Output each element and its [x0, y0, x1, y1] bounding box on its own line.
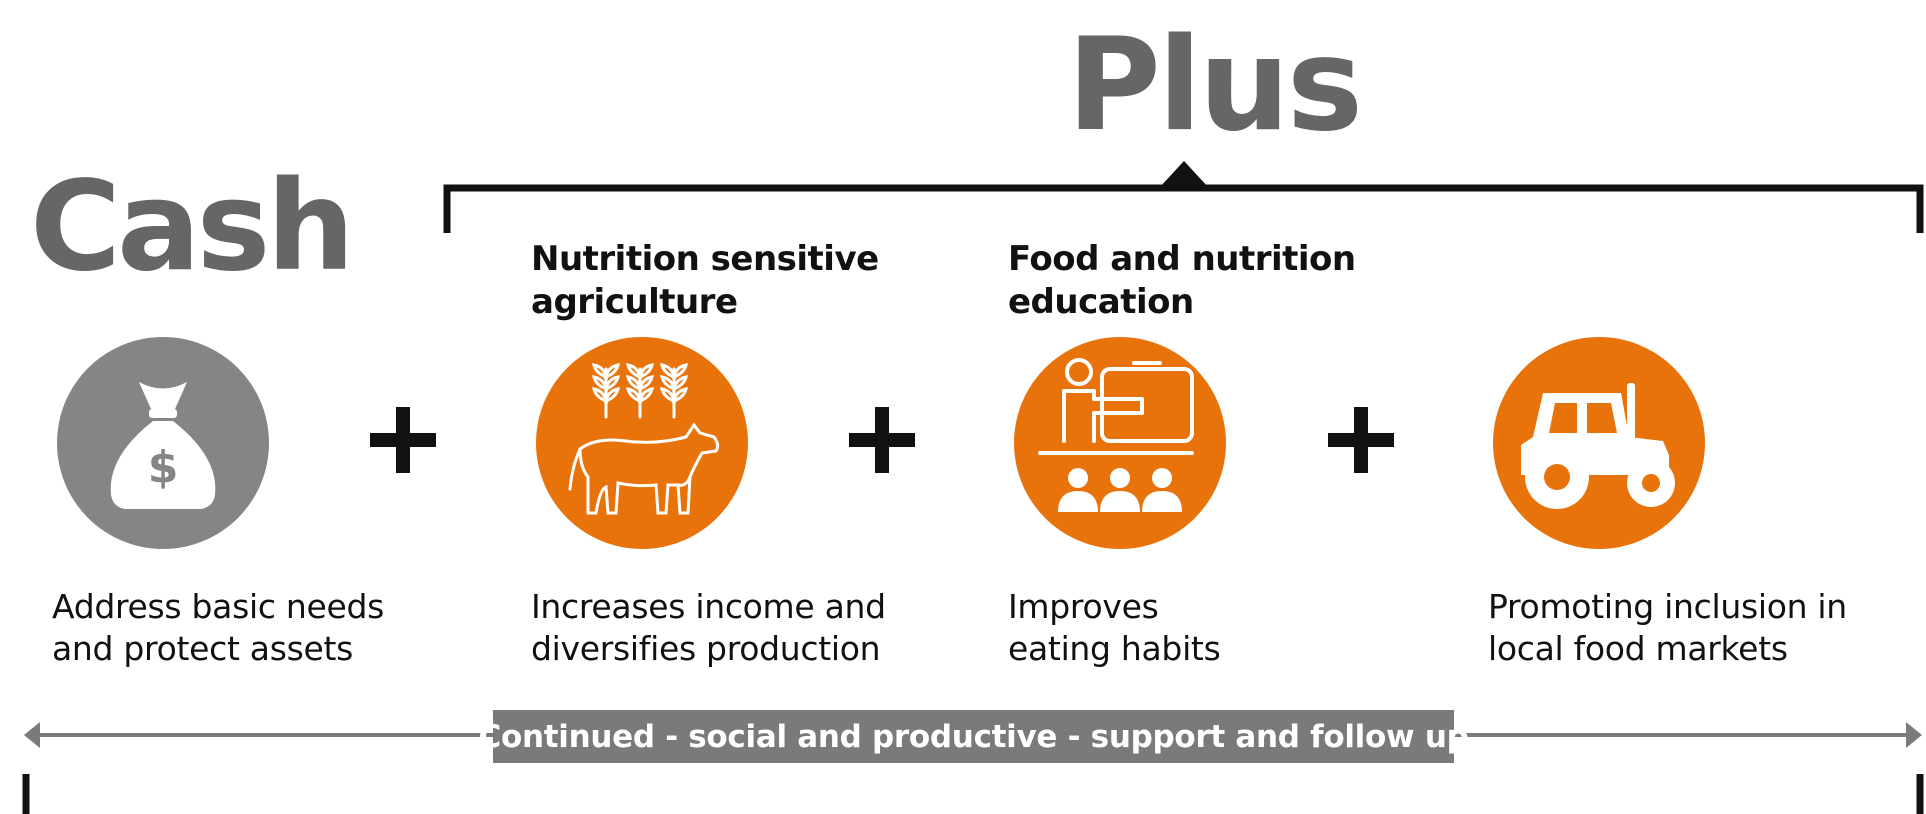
description-line: local food markets — [1488, 629, 1788, 668]
plus-title: Plus — [1067, 11, 1363, 160]
description-cash: Address basic needs and protect assets — [52, 586, 412, 670]
tractor-circle — [1493, 337, 1705, 549]
education-circle — [1014, 337, 1226, 549]
follow-up-banner: Continued - social and productive - supp… — [479, 710, 1469, 763]
classroom-icon — [1038, 358, 1194, 512]
agriculture-circle — [536, 337, 748, 549]
plus-operator — [849, 407, 915, 473]
description-line: Increases income and — [531, 587, 886, 626]
money-bag-icon: $ — [110, 382, 216, 509]
plus-operator — [370, 407, 436, 473]
svg-text:$: $ — [148, 442, 179, 493]
wheat-icon — [591, 363, 621, 419]
description-markets: Promoting inclusion in local food market… — [1488, 586, 1908, 670]
cow-icon — [568, 422, 720, 515]
heading-line: Nutrition sensitive — [531, 239, 879, 279]
wheat-and-cow-icon — [568, 363, 720, 515]
description-line: diversifies production — [531, 629, 881, 668]
heading-nutrition-agriculture: Nutrition sensitive agriculture — [531, 238, 891, 324]
bottom-bracket — [22, 774, 1924, 814]
description-line: and protect assets — [52, 629, 354, 668]
heading-line: education — [1008, 282, 1194, 322]
description-line: Improves — [1008, 587, 1159, 626]
description-agriculture: Increases income and diversifies product… — [531, 586, 891, 670]
heading-line: Food and nutrition — [1008, 239, 1356, 279]
cash-circle: $ — [57, 337, 269, 549]
tractor-icon — [1521, 383, 1675, 509]
plus-bracket — [443, 161, 1924, 233]
description-line: Promoting inclusion in — [1488, 587, 1847, 626]
cash-title: Cash — [30, 155, 355, 299]
plus-operator — [1328, 407, 1394, 473]
description-education: Improves eating habits — [1008, 586, 1368, 670]
description-line: Address basic needs — [52, 587, 385, 626]
heading-line: agriculture — [531, 282, 738, 322]
heading-food-education: Food and nutrition education — [1008, 238, 1368, 324]
description-line: eating habits — [1008, 629, 1221, 668]
